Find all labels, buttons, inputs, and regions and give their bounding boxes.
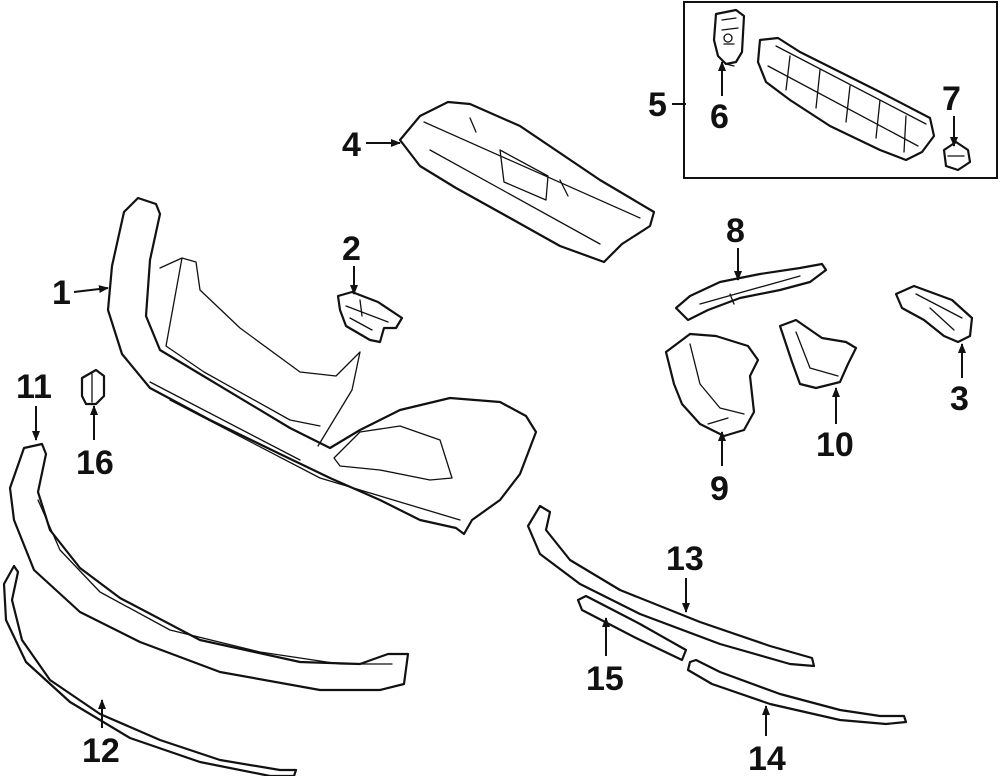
part-3-bracket[interactable]	[894, 284, 974, 344]
callout-12: 12	[82, 699, 120, 770]
part-16-cap[interactable]	[80, 368, 106, 406]
callout-9: 9	[710, 431, 729, 508]
svg-text:15: 15	[586, 660, 624, 698]
callout-3: 3	[950, 343, 969, 418]
callout-2: 2	[342, 230, 361, 295]
part-4-upper-cover[interactable]	[398, 100, 656, 264]
callout-8: 8	[726, 212, 745, 281]
part-15-small-strip[interactable]	[576, 594, 688, 662]
part-12-lower-strip[interactable]	[2, 564, 298, 776]
callout-13: 13	[666, 540, 704, 613]
svg-text:9: 9	[710, 470, 729, 508]
part-2-bracket[interactable]	[336, 290, 404, 344]
part-10-air-guide[interactable]	[778, 318, 858, 390]
callout-6: 6	[710, 61, 729, 136]
svg-text:2: 2	[342, 230, 361, 268]
callout-15: 15	[586, 617, 624, 698]
callout-14: 14	[748, 705, 786, 776]
svg-text:5: 5	[648, 86, 667, 124]
callout-5: 5	[648, 86, 686, 124]
inset-grille-deflector[interactable]	[756, 36, 936, 162]
svg-text:4: 4	[342, 126, 361, 164]
callout-10: 10	[816, 387, 854, 464]
svg-text:10: 10	[816, 426, 854, 464]
svg-text:14: 14	[748, 740, 786, 776]
svg-text:11: 11	[16, 368, 52, 406]
inset-frame	[683, 1, 998, 179]
svg-text:1: 1	[52, 274, 71, 312]
svg-text:3: 3	[950, 380, 969, 418]
callout-1: 1	[52, 274, 109, 312]
part-13-trim-strip[interactable]	[526, 504, 816, 668]
svg-text:13: 13	[666, 540, 704, 578]
svg-text:7: 7	[942, 80, 961, 118]
part-7-clip[interactable]	[942, 140, 972, 172]
callout-16: 16	[76, 405, 114, 482]
callout-4: 4	[342, 126, 401, 164]
callout-11: 11	[16, 368, 52, 441]
part-8-support-bracket[interactable]	[674, 262, 828, 322]
svg-text:6: 6	[710, 98, 729, 136]
svg-text:8: 8	[726, 212, 745, 250]
part-6-bracket[interactable]	[712, 8, 746, 67]
callout-7: 7	[942, 80, 961, 147]
part-11-lower-spoiler[interactable]	[8, 442, 410, 692]
svg-text:12: 12	[82, 732, 120, 770]
part-14-lower-trim[interactable]	[686, 658, 908, 726]
part-1-bumper-cover[interactable]	[106, 196, 538, 536]
svg-text:16: 16	[76, 444, 114, 482]
part-9-air-guide[interactable]	[664, 332, 760, 438]
